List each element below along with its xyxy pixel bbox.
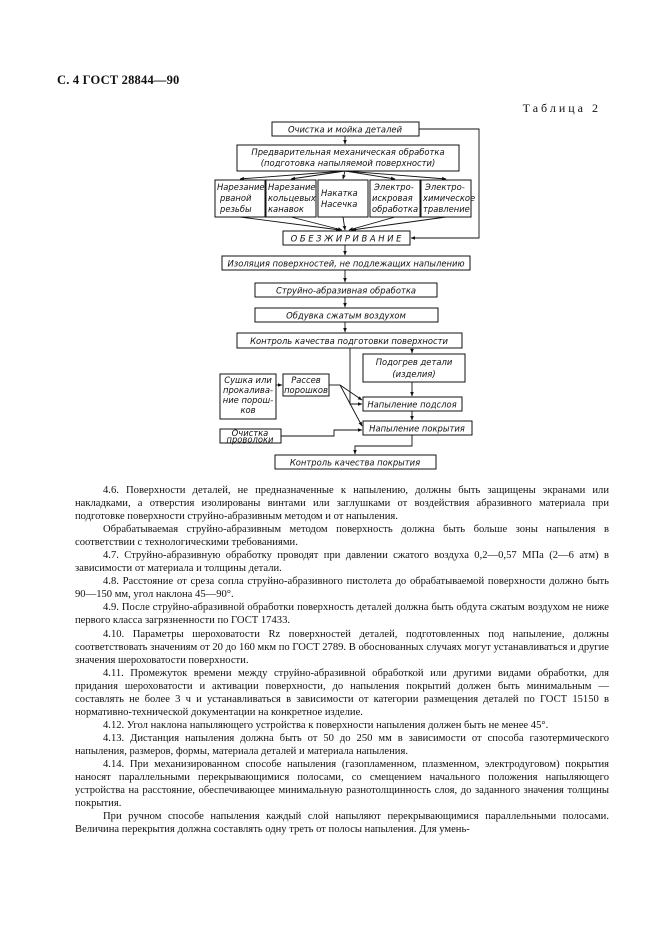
sieving-line2: порошков <box>284 385 328 395</box>
coating-label: Напыление покрытия <box>369 424 465 434</box>
sublayer-label: Напыление подслоя <box>367 400 456 410</box>
paragraph-4-7: 4.7. Струйно-абразивную обработку провод… <box>75 550 609 575</box>
op2-line1: Нарезание <box>268 182 316 192</box>
paragraph-manual: При ручном способе напыления каждый слой… <box>75 811 609 836</box>
premachining-label-2: (подготовка напыляемой поверхности) <box>261 158 436 168</box>
op3-line1: Накатка <box>321 188 358 198</box>
preheat-line2: (изделия) <box>392 369 435 379</box>
process-flowchart: Очистка и мойка деталей Предварительная … <box>214 121 480 470</box>
drying-line4: ков <box>240 405 255 415</box>
blowing-label: Обдувка сжатым воздухом <box>286 311 406 321</box>
preheat-line1: Подогрев детали <box>376 357 453 367</box>
paragraph-4-12: 4.12. Угол наклона напыляющего устройств… <box>103 719 549 731</box>
paragraph-4-6: 4.6. Поверхности деталей, не предназначе… <box>75 485 609 523</box>
paragraph-4-10: 4.10. Параметры шероховатости Rz поверхн… <box>75 628 609 666</box>
op1-line3: резьбы <box>219 204 252 214</box>
paragraph-4-14: 4.14. При механизированном способе напыл… <box>75 758 609 810</box>
op2-line3: канавок <box>268 204 304 214</box>
drying-line1: Сушка или <box>224 375 272 385</box>
paragraph-4-11: 4.11. Промежуток времени между струйно-а… <box>75 667 609 718</box>
premachining-label-1: Предварительная механическая обработка <box>251 147 444 157</box>
cleaning-label: Очистка и мойка деталей <box>288 125 403 135</box>
op4-line3: обработка <box>372 204 418 214</box>
page-header: С. 4 ГОСТ 28844—90 <box>57 73 180 87</box>
blasting-label: Струйно-абразивная обработка <box>276 286 416 296</box>
drying-line2: прокалива- <box>223 385 273 395</box>
op5-line2: химическое <box>422 193 475 203</box>
op4-line2: искровая <box>372 193 413 203</box>
op2-line2: кольцевых <box>268 193 317 203</box>
op5-line1: Электро- <box>424 182 465 192</box>
degreasing-label: О Б Е З Ж И Р И В А Н И Е <box>291 234 403 244</box>
drying-line3: ние порош- <box>223 395 273 405</box>
quality-prep-label: Контроль качества подготовки поверхности <box>250 336 448 346</box>
paragraph-4-8: 4.8. Расстояние от среза сопла струйно-а… <box>75 576 609 601</box>
op4-line1: Электро- <box>373 182 414 192</box>
op1-line1: Нарезание <box>217 182 265 192</box>
op3-line2: Насечка <box>321 199 357 209</box>
sieving-line1: Рассев <box>291 375 321 385</box>
op1-line2: рваной <box>219 193 252 203</box>
op5-line3: травление <box>423 204 470 214</box>
table-label: Таблица 2 <box>522 101 601 115</box>
body-text: 4.6. Поверхности деталей, не предназначе… <box>75 484 609 836</box>
wire-clean-line1: Очистка <box>232 428 269 438</box>
paragraph-4-6-cont: Обрабатываемая струйно-абразивным методо… <box>75 524 609 549</box>
paragraph-4-9: 4.9. После струйно-абразивной обработки … <box>75 602 609 627</box>
wire-clean-line2: проволоки <box>227 435 275 445</box>
paragraph-4-13: 4.13. Дистанция напыления должна быть от… <box>75 732 609 757</box>
quality-coat-label: Контроль качества покрытия <box>290 458 420 468</box>
isolation-label: Изоляция поверхностей, не подлежащих нап… <box>227 259 464 269</box>
